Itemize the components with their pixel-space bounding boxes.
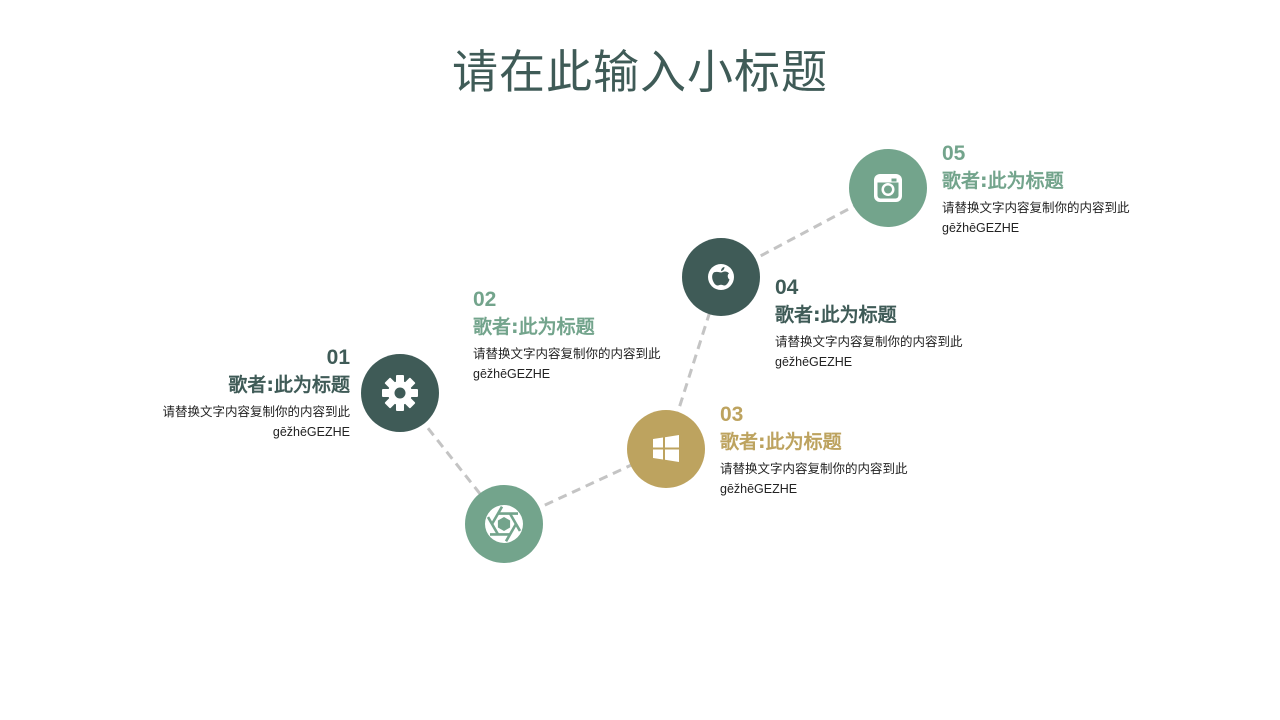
- step-2-desc-line1: 请替换文字内容复制你的内容到此: [473, 346, 661, 361]
- apple-icon: [708, 264, 734, 290]
- aperture-icon: [485, 505, 523, 543]
- page-title: 请在此输入小标题: [452, 45, 828, 99]
- step-1-desc-line1: 请替换文字内容复制你的内容到此: [162, 404, 350, 419]
- step-5-desc-line1: 请替换文字内容复制你的内容到此: [942, 200, 1130, 215]
- step-4-number: 04: [775, 276, 799, 299]
- step-4-desc-line2: gēžhēGEZHE: [775, 355, 853, 369]
- step-2-desc-line2: gēžhēGEZHE: [473, 367, 551, 381]
- instagram-icon: [874, 174, 902, 202]
- step-5-text: 05 歌者:此为标题 请替换文字内容复制你的内容到此 gēžhēGEZHE: [942, 142, 1202, 238]
- step-3-desc-line1: 请替换文字内容复制你的内容到此: [720, 461, 908, 476]
- step-3-number: 03: [720, 403, 744, 426]
- step-2-description: 请替换文字内容复制你的内容到此 gēžhēGEZHE: [473, 344, 733, 384]
- step-3-description: 请替换文字内容复制你的内容到此 gēžhēGEZHE: [720, 459, 980, 499]
- step-2-number: 02: [473, 288, 497, 311]
- step-5-description: 请替换文字内容复制你的内容到此 gēžhēGEZHE: [942, 198, 1202, 238]
- step-3-desc-line2: gēžhēGEZHE: [720, 482, 798, 496]
- step-5-title: 歌者:此为标题: [942, 170, 1064, 192]
- step-4-description: 请替换文字内容复制你的内容到此 gēžhēGEZHE: [775, 332, 1035, 372]
- step-1-circle: [361, 354, 439, 432]
- step-1-desc-line2: gēžhēGEZHE: [272, 425, 350, 439]
- windows-icon: [653, 435, 679, 462]
- step-2-text: 02 歌者:此为标题 请替换文字内容复制你的内容到此 gēžhēGEZHE: [473, 288, 733, 384]
- step-5-number: 05: [942, 142, 966, 165]
- step-4-circle: [682, 238, 760, 316]
- step-1-number: 01: [326, 346, 350, 369]
- gear-icon: [382, 375, 418, 411]
- step-1-description: 请替换文字内容复制你的内容到此 gēžhēGEZHE: [110, 402, 350, 442]
- step-3-circle: [627, 410, 705, 488]
- step-4-title: 歌者:此为标题: [775, 304, 897, 326]
- step-1-text: 01 歌者:此为标题 请替换文字内容复制你的内容到此 gēžhēGEZHE: [110, 346, 350, 442]
- step-2-title: 歌者:此为标题: [473, 316, 595, 338]
- step-1-title: 歌者:此为标题: [228, 374, 350, 396]
- step-4-text: 04 歌者:此为标题 请替换文字内容复制你的内容到此 gēžhēGEZHE: [775, 276, 1035, 372]
- step-5-desc-line2: gēžhēGEZHE: [942, 221, 1020, 235]
- step-3-text: 03 歌者:此为标题 请替换文字内容复制你的内容到此 gēžhēGEZHE: [720, 403, 980, 499]
- step-5-circle: [849, 149, 927, 227]
- step-2-circle: [465, 485, 543, 563]
- step-4-desc-line1: 请替换文字内容复制你的内容到此: [775, 334, 963, 349]
- step-3-title: 歌者:此为标题: [720, 431, 842, 453]
